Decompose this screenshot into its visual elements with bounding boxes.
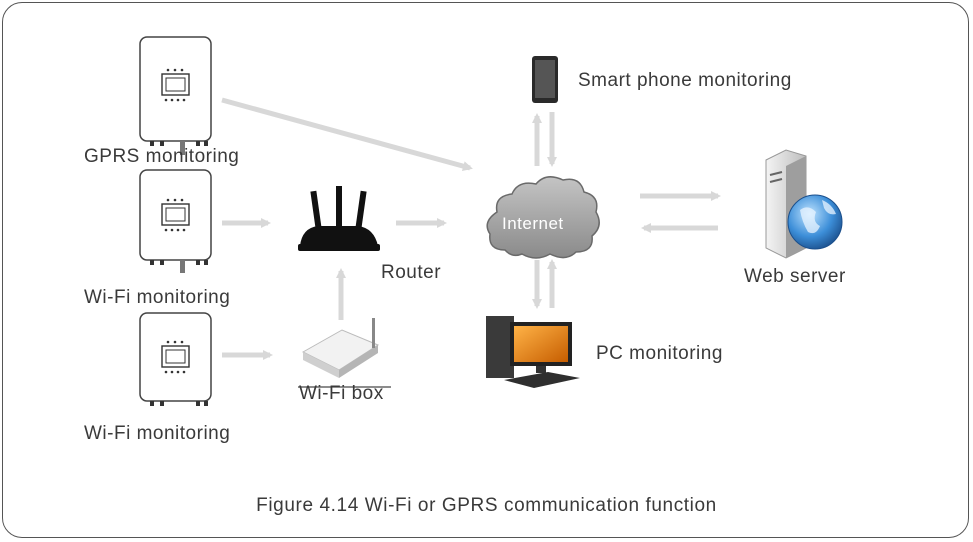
flow-arrows xyxy=(221,97,721,360)
wifi-monitoring-label-1: Wi-Fi monitoring xyxy=(84,287,231,308)
inverter-wifi-icon xyxy=(139,169,212,273)
web-server-icon xyxy=(765,149,843,259)
arrow-gprs-to-internet xyxy=(221,97,473,171)
pc-monitoring-label: PC monitoring xyxy=(596,343,723,364)
inverter-wifi-box-icon xyxy=(139,312,212,406)
smartphone-icon xyxy=(532,56,558,103)
internet-label: Internet xyxy=(502,214,564,233)
wifi-box-label: Wi-Fi box xyxy=(299,383,384,404)
figure-caption: Figure 4.14 Wi-Fi or GPRS communication … xyxy=(256,495,717,516)
pc-icon xyxy=(486,316,580,388)
web-server-label: Web server xyxy=(744,266,846,287)
router-label: Router xyxy=(381,262,442,283)
wifi-monitoring-label-2: Wi-Fi monitoring xyxy=(84,423,231,444)
smart-phone-label: Smart phone monitoring xyxy=(578,70,792,91)
wifi-box-icon xyxy=(298,318,391,388)
gprs-monitoring-label: GPRS monitoring xyxy=(84,146,240,167)
inverter-gprs-icon xyxy=(139,36,212,155)
router-icon xyxy=(298,186,380,251)
internet-cloud-icon xyxy=(486,176,600,259)
